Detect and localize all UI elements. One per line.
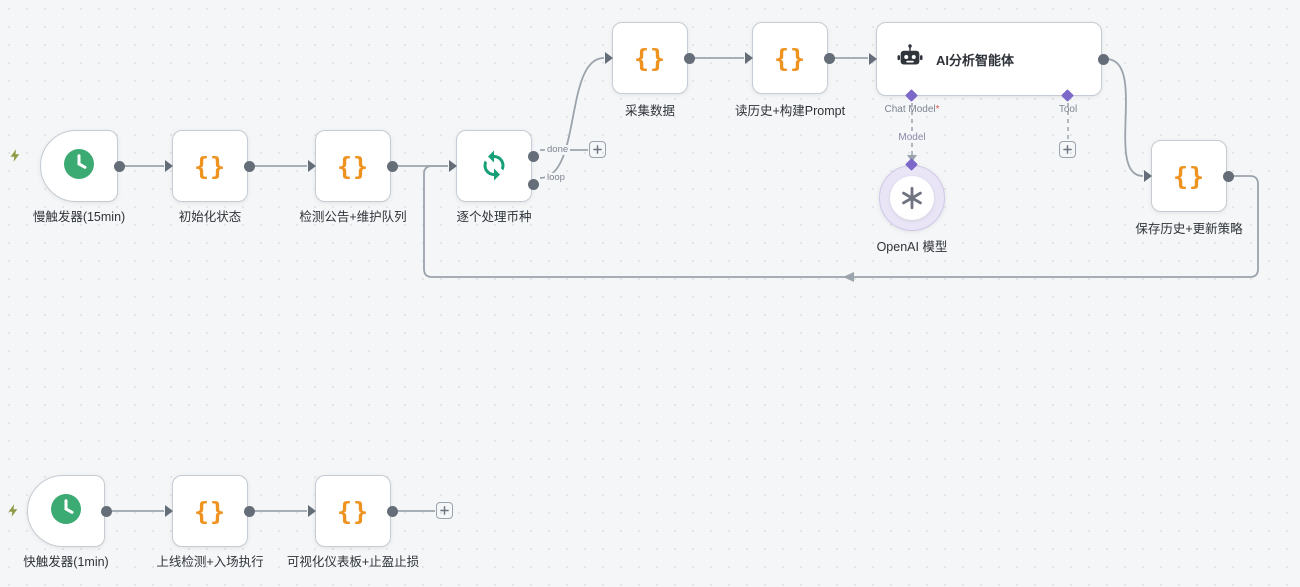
node-label: 逐个处理币种 [456, 210, 532, 224]
output-port[interactable] [101, 505, 112, 517]
chat-model-port-label: Chat Model* [884, 104, 940, 115]
node-slow-trigger[interactable] [40, 130, 125, 202]
node-label: 检测公告+维护队列 [299, 210, 407, 224]
openai-logo-badge [890, 176, 934, 220]
node-dashboard[interactable]: {} [308, 475, 398, 547]
agent-title: AI分析智能体 [936, 52, 1015, 68]
input-port[interactable] [308, 160, 316, 172]
code-icon: {} [336, 151, 370, 181]
output-label-done: done [545, 144, 571, 155]
loop-icon [476, 146, 512, 187]
output-port[interactable] [824, 52, 835, 64]
node-label: OpenAI 模型 [876, 240, 948, 254]
node-fast-trigger[interactable] [27, 475, 112, 547]
plus-icon [593, 145, 602, 154]
clock-icon [61, 146, 97, 187]
input-port[interactable] [308, 505, 316, 517]
output-port[interactable] [387, 160, 398, 172]
code-icon: {} [633, 43, 667, 73]
trigger-bolt-icon [6, 503, 21, 518]
model-edge-label: Model [895, 132, 929, 143]
node-entry-exec[interactable]: {} [165, 475, 255, 547]
node-collect-data[interactable]: {} [605, 22, 695, 94]
code-icon: {} [336, 496, 370, 526]
output-port[interactable] [684, 52, 695, 64]
output-port[interactable] [244, 505, 255, 517]
tool-port-label: Tool [1058, 104, 1078, 115]
input-port[interactable] [869, 53, 877, 65]
node-init-state[interactable]: {} [165, 130, 255, 202]
input-port[interactable] [449, 160, 457, 172]
output-label-loop: loop [545, 172, 567, 183]
edge-agent-save [1105, 58, 1144, 177]
output-port[interactable] [244, 160, 255, 172]
node-label: 保存历史+更新策略 [1135, 222, 1243, 236]
edge-looploop-collect [539, 57, 605, 179]
add-node-button[interactable] [436, 502, 453, 519]
output-port-done[interactable] [528, 151, 539, 162]
code-icon: {} [193, 151, 227, 181]
output-port[interactable] [387, 505, 398, 517]
node-label: 初始化状态 [178, 210, 242, 224]
code-icon: {} [193, 496, 227, 526]
code-icon: {} [1172, 161, 1206, 191]
node-detect-notice[interactable]: {} [308, 130, 398, 202]
node-ai-agent[interactable]: AI分析智能体 [869, 22, 1109, 96]
plus-icon [440, 506, 449, 515]
node-build-prompt[interactable]: {} [745, 22, 835, 94]
node-label: 快触发器(1min) [23, 555, 109, 569]
node-label: 可视化仪表板+止盈止损 [286, 555, 420, 569]
node-label: 上线检测+入场执行 [156, 555, 264, 569]
output-port[interactable] [1098, 53, 1109, 65]
clock-icon [48, 491, 84, 532]
node-label: 读历史+构建Prompt [734, 104, 846, 118]
required-mark: * [935, 104, 940, 115]
input-port[interactable] [165, 505, 173, 517]
output-port[interactable] [114, 160, 125, 172]
node-label: 慢触发器(15min) [32, 210, 126, 224]
output-port[interactable] [1223, 170, 1234, 182]
node-label: 采集数据 [624, 104, 676, 118]
add-tool-button[interactable] [1059, 141, 1076, 158]
input-port[interactable] [1144, 170, 1152, 182]
input-port[interactable] [605, 52, 613, 64]
input-port[interactable] [745, 52, 753, 64]
input-port[interactable] [165, 160, 173, 172]
output-port-loop[interactable] [528, 179, 539, 190]
node-loop-coins[interactable] [449, 130, 539, 202]
code-icon: {} [773, 43, 807, 73]
edge-save-loop-feedback [423, 165, 1259, 278]
trigger-bolt-icon [8, 148, 23, 163]
robot-icon [895, 42, 925, 77]
node-save-history[interactable]: {} [1144, 140, 1234, 212]
openai-logo-icon [902, 186, 922, 210]
feedback-arrow [843, 272, 854, 282]
node-openai-model[interactable] [879, 165, 945, 231]
plus-icon [1063, 145, 1072, 154]
add-node-button[interactable] [589, 141, 606, 158]
